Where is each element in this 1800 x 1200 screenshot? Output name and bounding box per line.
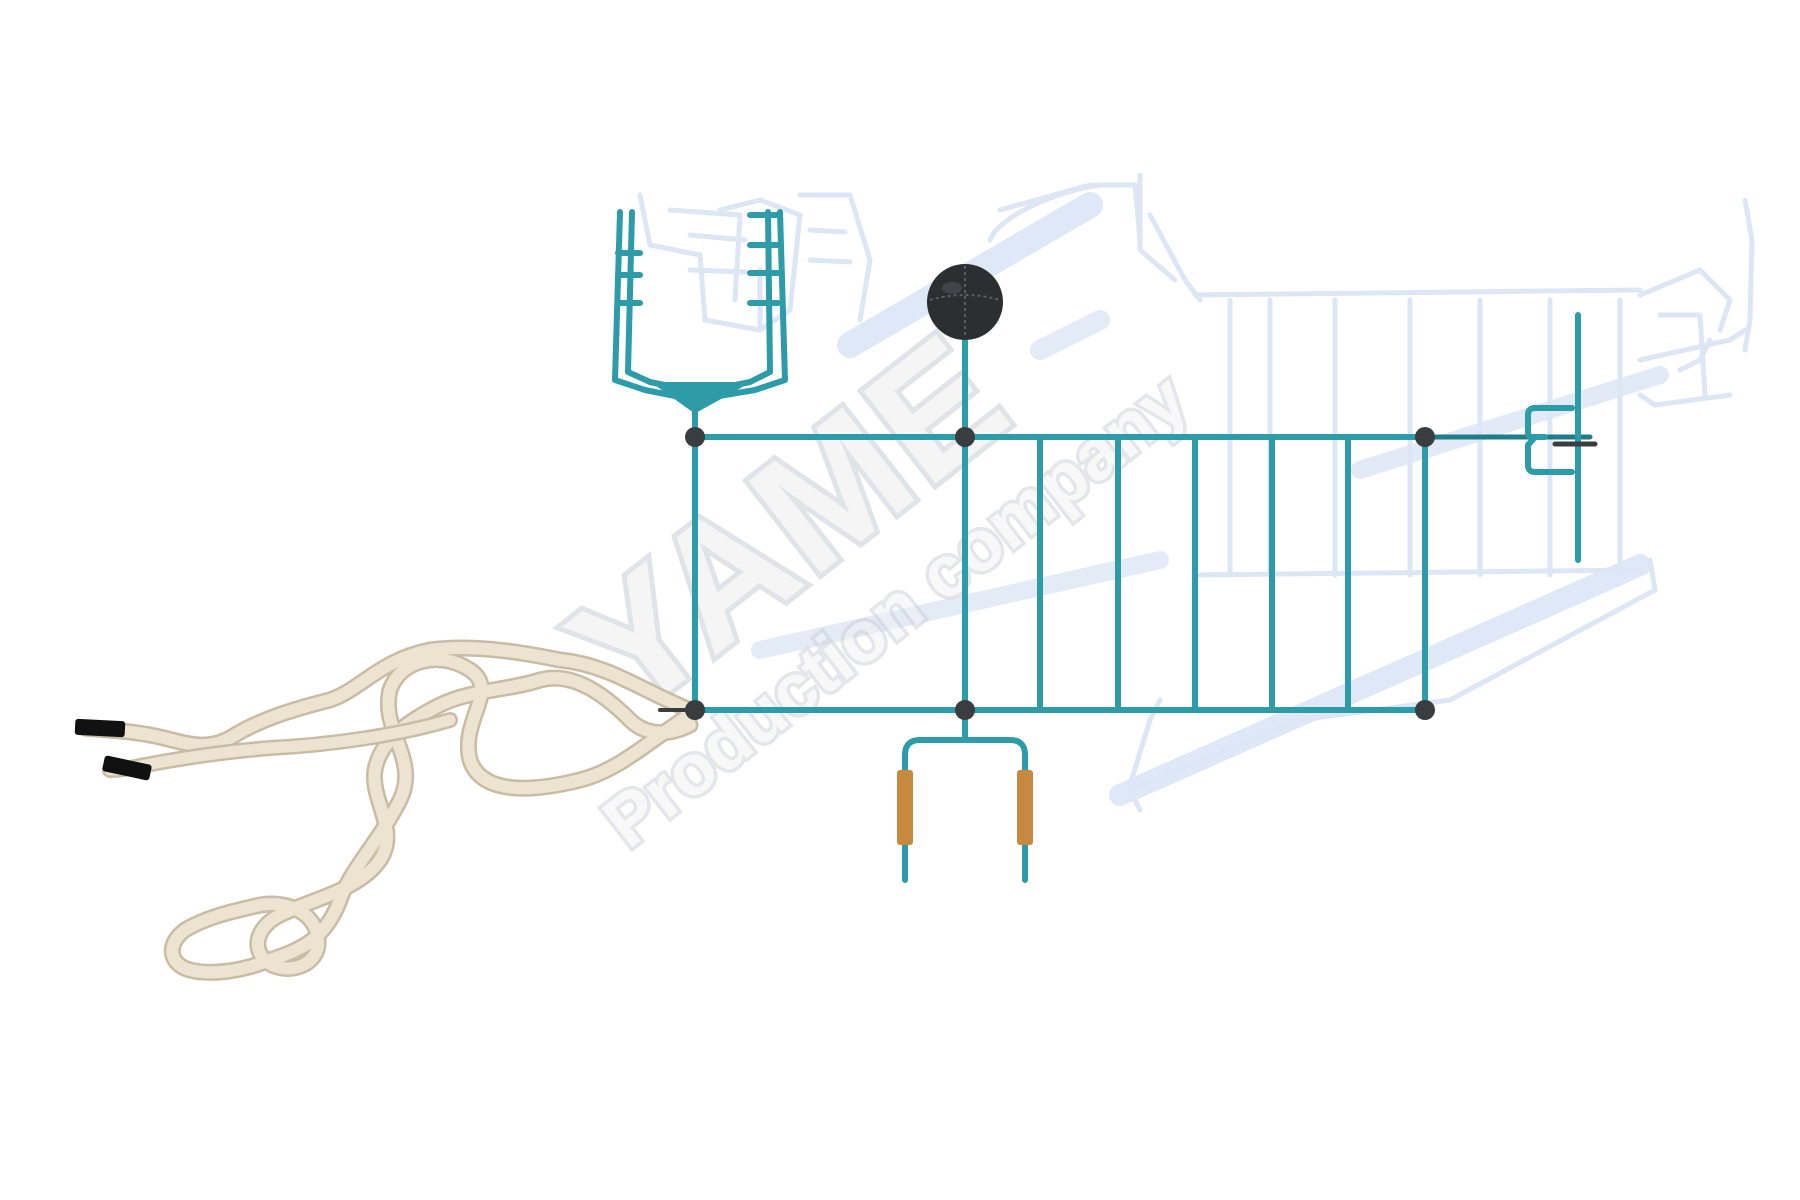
grip-bar-unit: [897, 707, 1033, 883]
joint-bottom-right: [1415, 700, 1435, 720]
battle-rope: [74, 639, 707, 981]
dip-station: [612, 209, 788, 440]
joint-top-center: [955, 427, 975, 447]
medicine-ball-post: [927, 264, 1003, 437]
joint-top-right: [1415, 427, 1435, 447]
joint-top-left: [685, 427, 705, 447]
main-frame: [692, 434, 1593, 713]
joint-bottom-center: [955, 700, 975, 720]
rope-end-cap-lower: [102, 755, 152, 781]
rope-end-cap-upper: [74, 718, 126, 738]
t-handle: [1525, 312, 1598, 563]
watermark: YAME Production company: [533, 293, 1207, 867]
grip-handle-right: [1017, 770, 1033, 845]
joint-bottom-left: [685, 700, 705, 720]
frame-joints: [685, 427, 1435, 720]
grip-handle-left: [897, 770, 913, 845]
